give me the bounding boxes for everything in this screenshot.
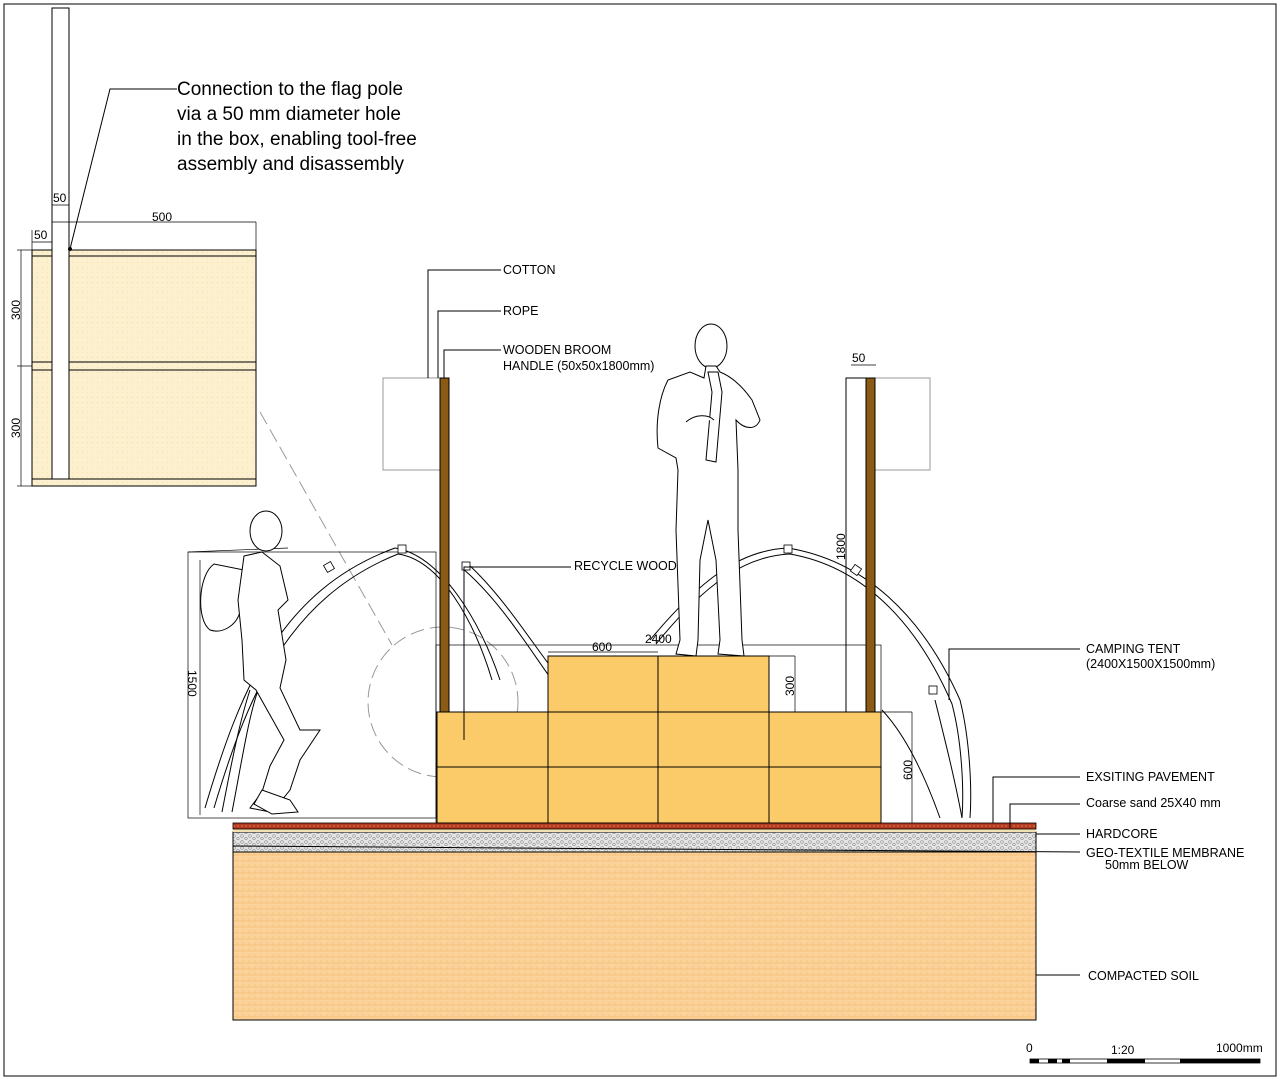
- dim-tent-width: 2400: [645, 632, 672, 646]
- label-recycle-wood: RECYCLE WOOD: [574, 559, 677, 573]
- scale-ratio: 1:20: [1111, 1043, 1135, 1057]
- dim-pole-width: 50: [852, 351, 866, 365]
- note-line-2: via a 50 mm diameter hole: [177, 104, 401, 125]
- box: [768, 711, 882, 768]
- box: [657, 711, 770, 768]
- camping-tent: 1500: [185, 544, 972, 819]
- box: [547, 766, 659, 824]
- detail-dim-pole: 50: [53, 191, 67, 205]
- box: [768, 766, 882, 824]
- dim-pole-height: 1800: [834, 533, 848, 560]
- label-pavement: EXSITING PAVEMENT: [1086, 770, 1215, 784]
- label-compacted-soil: COMPACTED SOIL: [1088, 969, 1199, 983]
- box: [657, 766, 770, 824]
- right-flag: 50 1800: [834, 351, 931, 713]
- standing-man-figure: [656, 323, 761, 657]
- right-broom-handle: [865, 377, 876, 713]
- detail-dim-upper: 300: [9, 300, 23, 320]
- label-cotton: COTTON: [503, 263, 556, 277]
- label-hardcore: HARDCORE: [1086, 827, 1158, 841]
- box: [436, 766, 549, 824]
- dim-base-height: 600: [901, 760, 915, 780]
- coarse-sand-layer: [233, 829, 1036, 832]
- annotation-leaders: [232, 269, 1081, 976]
- dim-box-width: 600: [592, 640, 612, 654]
- label-tent-1: CAMPING TENT: [1086, 642, 1181, 656]
- detail-flag-pole: [51, 7, 70, 480]
- dim-tent-height: 1500: [185, 670, 199, 697]
- detail-dim-edge: 50: [34, 228, 48, 242]
- detail-view: 50 50 500 300 300 Connection to the flag…: [9, 7, 417, 487]
- box: [547, 711, 659, 768]
- note-line-1: Connection to the flag pole: [177, 79, 403, 100]
- label-geo-2: 50mm BELOW: [1105, 858, 1189, 872]
- scale-end: 1000mm: [1216, 1041, 1263, 1055]
- detail-dim-width: 500: [152, 210, 172, 224]
- left-flag: [382, 377, 450, 713]
- compacted-soil: [232, 851, 1037, 1021]
- label-broom-2: HANDLE (50x50x1800mm): [503, 359, 654, 373]
- label-geo-1: GEO-TEXTILE MEMBRANE: [1086, 846, 1244, 860]
- note-line-3: in the box, enabling tool-free: [177, 129, 417, 150]
- dim-top-height: 300: [783, 676, 797, 696]
- callout-leader: [259, 411, 393, 646]
- pavement-layer: [232, 822, 1037, 830]
- detail-dim-lower: 300: [9, 418, 23, 438]
- box: [547, 655, 659, 713]
- label-tent-2: (2400X1500X1500mm): [1086, 657, 1215, 671]
- hiker-woman-figure: [200, 510, 321, 815]
- left-broom-handle: [439, 377, 450, 713]
- scale-bar: 0 1:20 1000mm: [1026, 1041, 1263, 1064]
- label-broom-1: WOODEN BROOM: [503, 343, 611, 357]
- recycled-wood-boxes: [436, 655, 882, 824]
- sheet-frame: [3, 3, 1277, 1077]
- box: [436, 711, 549, 768]
- label-rope: ROPE: [503, 304, 538, 318]
- scale-start: 0: [1026, 1041, 1033, 1055]
- note-line-4: assembly and disassembly: [177, 154, 405, 175]
- label-coarse-sand: Coarse sand 25X40 mm: [1086, 796, 1221, 810]
- box: [657, 655, 770, 713]
